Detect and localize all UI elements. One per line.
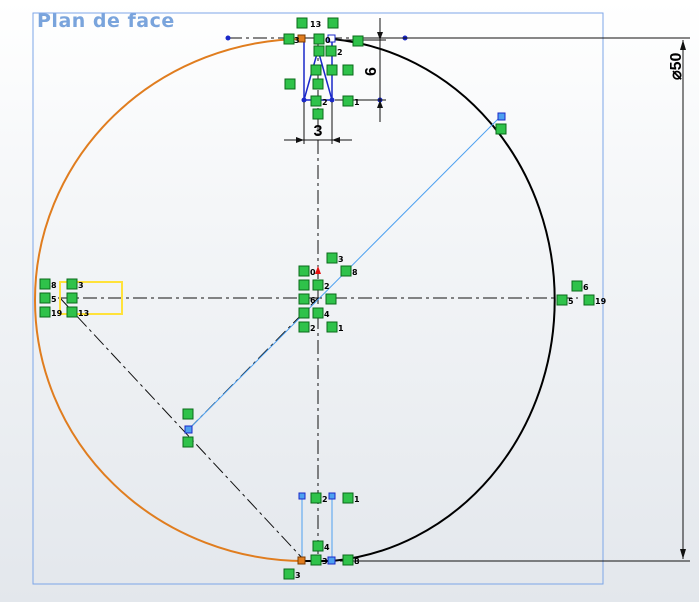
- horizontal-dimension-arrowheads: [296, 137, 340, 143]
- sketch-endpoints[interactable]: [184, 34, 506, 565]
- plane-label: Plan de face: [37, 10, 175, 32]
- vertical-dimension-arrowheads: [377, 32, 383, 108]
- relation-label: 2: [310, 324, 316, 333]
- horizontal-dimension-lines: [284, 102, 352, 144]
- horizontal-dimension-value[interactable]: 3: [314, 123, 323, 140]
- relation-label: 4: [324, 310, 330, 319]
- diameter-dimension-lines: [340, 37, 690, 562]
- circle-arc-right[interactable]: [331, 38, 556, 562]
- relation-label: 5: [568, 297, 574, 306]
- diameter-arrowheads: [680, 40, 686, 559]
- top-slot-points[interactable]: [225, 35, 408, 103]
- relation-label: 2: [322, 98, 328, 107]
- relation-label: 1: [338, 324, 344, 333]
- relation-label: 2: [324, 282, 330, 291]
- diagonal-centerline-a: [59, 297, 305, 561]
- relation-label: 2: [322, 495, 328, 504]
- relation-label: 8: [354, 557, 360, 566]
- selected-rectangle[interactable]: [59, 281, 123, 315]
- relation-label: 19: [51, 309, 63, 318]
- front-plane-border: [32, 12, 604, 585]
- vertical-dimension-value[interactable]: 6: [363, 67, 380, 76]
- relation-label: 8: [51, 281, 57, 290]
- relation-label: 6: [583, 283, 589, 292]
- relation-label: 19: [595, 297, 607, 306]
- relation-label: 1: [354, 495, 360, 504]
- relation-label: 5: [51, 295, 57, 304]
- relation-label: 4: [324, 543, 330, 552]
- relation-label: 3: [338, 255, 344, 264]
- relation-label: 6: [310, 296, 316, 305]
- relation-labels: 13 3 0 2 2 1 3 0 8 2 6 4 2 1 8 3 5 19 13…: [51, 20, 607, 580]
- relation-label: 0: [325, 36, 331, 45]
- relation-label: 1: [354, 98, 360, 107]
- origin-icon: [315, 266, 321, 274]
- diameter-dimension-value[interactable]: ⌀50: [668, 52, 685, 80]
- relation-label: 3: [78, 281, 84, 290]
- relation-label: 3: [294, 36, 300, 45]
- blue-construction-lines[interactable]: [187, 115, 502, 558]
- relation-label: 3: [295, 571, 301, 580]
- relation-label: 2: [337, 48, 343, 57]
- relation-label: 13: [78, 309, 89, 318]
- relation-label: 0: [310, 268, 316, 277]
- circle-arc-left[interactable]: [34, 38, 306, 562]
- relation-label: 13: [310, 20, 321, 29]
- relation-label: 3: [322, 557, 328, 566]
- relation-label: 8: [352, 268, 358, 277]
